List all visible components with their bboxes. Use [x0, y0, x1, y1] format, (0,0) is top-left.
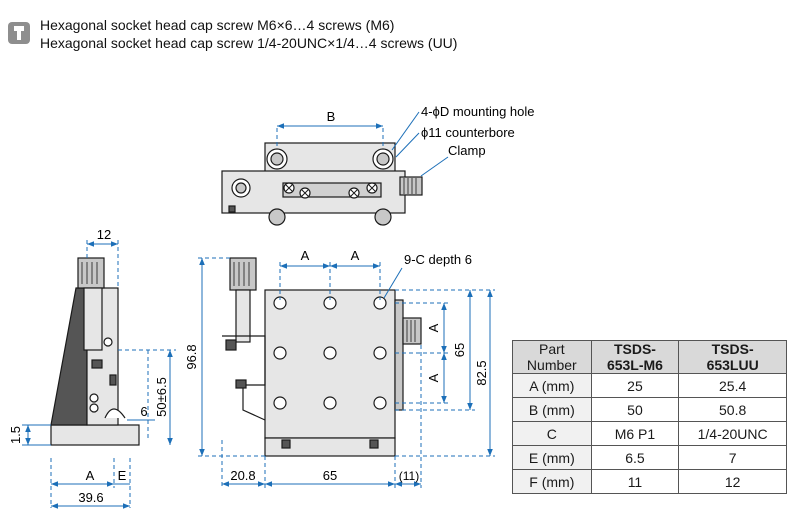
tapped-hole-icon: [373, 396, 387, 410]
dim-front-a1: A: [301, 248, 310, 263]
tapped-hole-icon: [323, 396, 337, 410]
dim-front-a2: A: [351, 248, 360, 263]
cell-uu: 1/4-20UNC: [678, 421, 787, 446]
top-view-clamp-slot: [282, 182, 382, 198]
dim-20-8: 20.8: [230, 468, 255, 483]
callout-mounting-hole: 4-ϕD mounting hole: [421, 104, 535, 119]
side-view: [50, 257, 140, 446]
dim-6: 6: [140, 404, 147, 419]
tapped-hole-grid: [273, 296, 387, 410]
spec-table-header: Part Number TSDS- 653L-M6 TSDS- 653LUU: [512, 340, 787, 374]
table-row: B (mm) 50 50.8: [512, 397, 787, 422]
front-view-stage: [264, 289, 396, 439]
screw-note-icon: [8, 22, 30, 44]
table-row: E (mm) 6.5 7: [512, 445, 787, 470]
top-view-micrometer: [399, 176, 423, 196]
header-tsds-653l-m6: TSDS- 653L-M6: [590, 340, 680, 374]
side-view-bracket: [50, 287, 88, 426]
row-label: B (mm): [512, 397, 592, 422]
row-label: C: [512, 421, 592, 446]
dim-65-horizontal: 65: [323, 468, 337, 483]
tapped-hole-icon: [273, 396, 287, 410]
clamp-knob: [402, 317, 422, 345]
cell-uu: 50.8: [678, 397, 787, 422]
header-part-number: Part Number: [512, 340, 592, 374]
cell-uu: 12: [678, 469, 787, 494]
cell-m6: 11: [590, 469, 680, 494]
note-line-2: Hexagonal socket head cap screw 1/4-20UN…: [40, 35, 458, 51]
cell-m6: 50: [590, 397, 680, 422]
top-view: [221, 142, 423, 226]
spec-table: Part Number TSDS- 653L-M6 TSDS- 653LUU A…: [512, 340, 787, 494]
cell-m6: 25: [590, 373, 680, 398]
front-view-dims: [198, 257, 495, 488]
dim-1-5: 1.5: [8, 426, 23, 444]
cell-m6: M6 P1: [590, 421, 680, 446]
top-view-dims: [276, 111, 449, 177]
row-label: E (mm): [512, 445, 592, 470]
cell-uu: 7: [678, 445, 787, 470]
tapped-hole-icon: [373, 346, 387, 360]
dim-50: 50±6.5: [154, 377, 169, 417]
side-view-dims: [22, 240, 176, 509]
tapped-hole-icon: [273, 346, 287, 360]
dim-side-a: A: [86, 468, 95, 483]
dim-side-e: E: [118, 468, 127, 483]
dim-12: 12: [97, 227, 111, 242]
cell-uu: 25.4: [678, 373, 787, 398]
dim-11: (11): [399, 469, 419, 483]
callout-tapped-holes: 9-C depth 6: [404, 252, 472, 267]
row-label: A (mm): [512, 373, 592, 398]
callout-counterbore: ϕ11 counterbore: [421, 125, 515, 140]
tapped-hole-icon: [323, 346, 337, 360]
dim-front-a-right2: A: [426, 373, 441, 382]
callout-clamp: Clamp: [448, 143, 486, 158]
front-view: [222, 257, 422, 457]
dim-65-vertical: 65: [452, 343, 467, 357]
dim-39-6: 39.6: [78, 490, 103, 505]
table-row: F (mm) 11 12: [512, 469, 787, 494]
note-line-1: Hexagonal socket head cap screw M6×6…4 s…: [40, 17, 395, 33]
front-view-base: [264, 437, 396, 457]
dim-96-8: 96.8: [184, 344, 199, 369]
row-label: F (mm): [512, 469, 592, 494]
dim-b: B: [327, 109, 336, 124]
table-row: A (mm) 25 25.4: [512, 373, 787, 398]
side-view-base: [50, 424, 140, 446]
dim-82-5: 82.5: [474, 360, 489, 385]
header-tsds-653luu: TSDS- 653LUU: [678, 340, 787, 374]
cell-m6: 6.5: [590, 445, 680, 470]
dim-front-a-right1: A: [426, 323, 441, 332]
table-row: C M6 P1 1/4-20UNC: [512, 421, 787, 446]
